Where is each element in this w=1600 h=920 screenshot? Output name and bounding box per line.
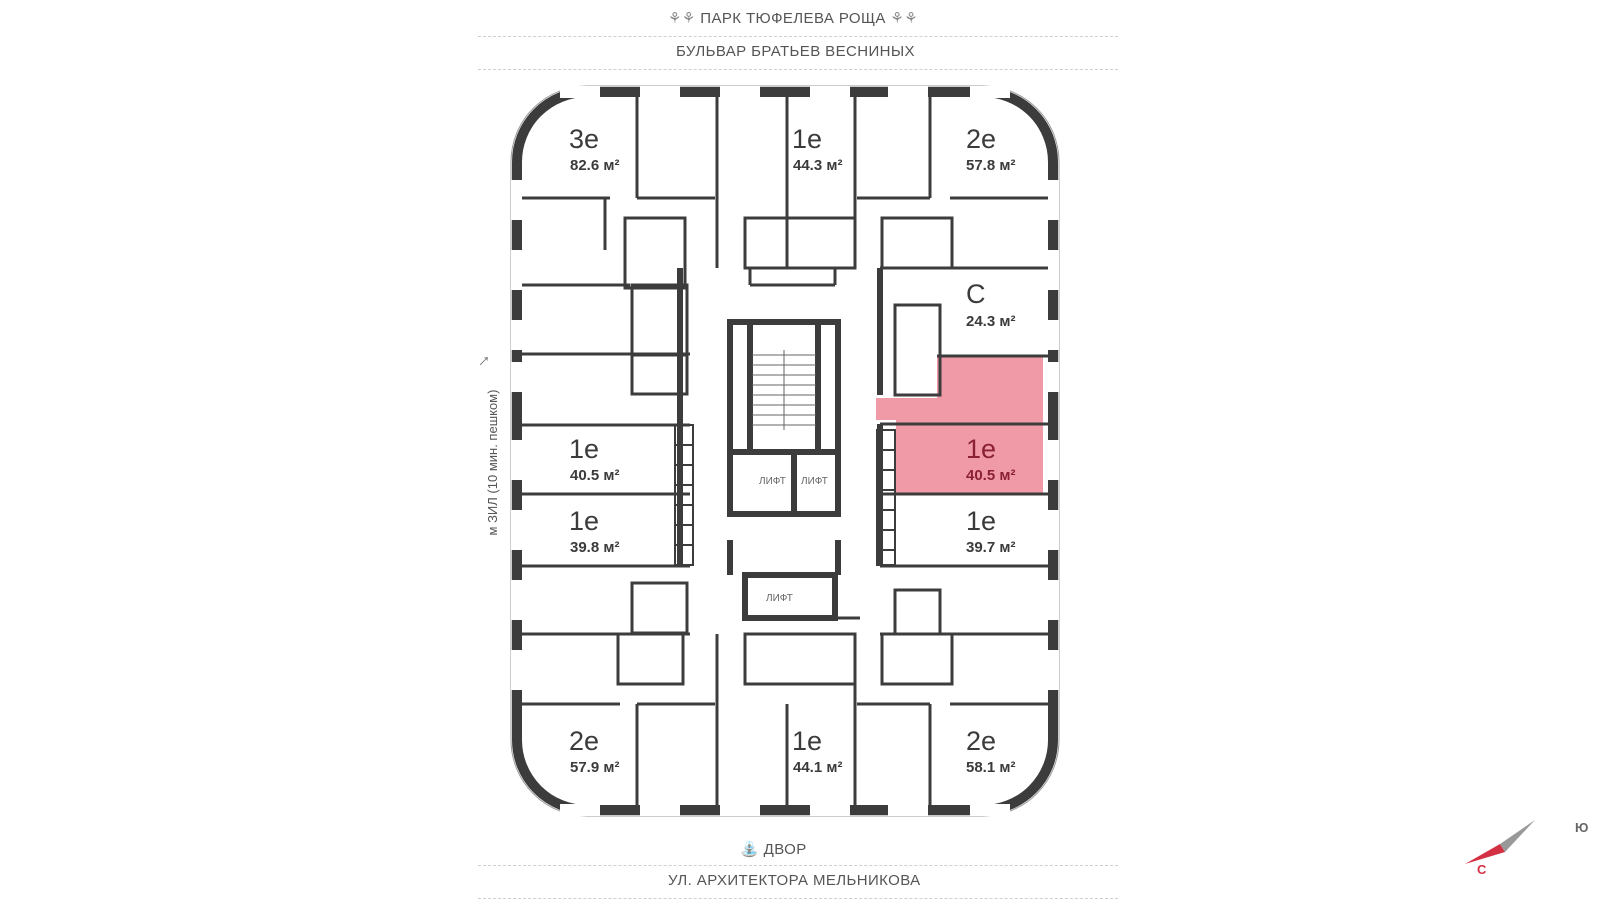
park-label: ⚘⚘ ПАРК ТЮФЕЛЕВА РОЩА ⚘⚘ (668, 10, 919, 27)
yard-label: ⛲ ДВОР (740, 841, 807, 858)
lift-label: ЛИФТ (766, 593, 793, 604)
windows (511, 86, 1059, 816)
apartment-c-24-3[interactable]: С 24.3 м² (966, 279, 1015, 330)
apartment-3e-82-6[interactable]: 3е 82.6 м² (569, 124, 619, 174)
svg-text:1е: 1е (966, 434, 996, 464)
svg-text:82.6 м²: 82.6 м² (570, 157, 619, 174)
apartment-2e-57-9[interactable]: 2е 57.9 м² (569, 726, 619, 776)
svg-text:1е: 1е (569, 434, 599, 464)
svg-text:44.1 м²: 44.1 м² (793, 759, 842, 776)
boulevard-label: БУЛЬВАР БРАТЬЕВ ВЕСНИНЫХ (676, 43, 915, 60)
svg-text:1е: 1е (966, 506, 996, 536)
apartment-1e-40-5-selected[interactable]: 1е 40.5 м² (966, 434, 1015, 484)
svg-text:39.8 м²: 39.8 м² (570, 539, 619, 556)
svg-text:58.1 м²: 58.1 м² (966, 759, 1015, 776)
core-walls (677, 268, 883, 621)
apartment-1e-44-3[interactable]: 1е 44.3 м² (792, 124, 842, 174)
svg-text:57.8 м²: 57.8 м² (966, 157, 1015, 174)
svg-text:40.5 м²: 40.5 м² (570, 467, 619, 484)
apartment-1e-39-7[interactable]: 1е 39.7 м² (966, 506, 1015, 556)
svg-text:С: С (966, 279, 986, 309)
compass-south-label: Ю (1575, 820, 1589, 835)
apartment-1e-39-8[interactable]: 1е 39.8 м² (569, 506, 619, 556)
apartment-1e-44-1[interactable]: 1е 44.1 м² (792, 726, 842, 776)
top-separator-2 (478, 69, 1118, 70)
svg-text:2е: 2е (966, 124, 996, 154)
street-label: УЛ. АРХИТЕКТОРА МЕЛЬНИКОВА (668, 872, 921, 889)
lift-label: ЛИФТ (759, 476, 786, 487)
svg-text:40.5 м²: 40.5 м² (966, 467, 1015, 484)
bottom-separator-1 (478, 865, 1118, 866)
apartment-1e-40-5-left[interactable]: 1е 40.5 м² (569, 434, 619, 484)
lift-labels: ЛИФТ ЛИФТ ЛИФТ (759, 476, 828, 604)
svg-text:44.3 м²: 44.3 м² (793, 157, 842, 174)
svg-text:57.9 м²: 57.9 м² (570, 759, 619, 776)
apartment-2e-58-1[interactable]: 2е 58.1 м² (966, 726, 1015, 776)
svg-text:1е: 1е (792, 124, 822, 154)
apartment-2e-57-8[interactable]: 2е 57.8 м² (966, 124, 1015, 174)
lift-label: ЛИФТ (801, 476, 828, 487)
top-separator-1 (478, 36, 1118, 37)
svg-text:1е: 1е (792, 726, 822, 756)
svg-text:2е: 2е (966, 726, 996, 756)
park-tree-icon: ⚘⚘ (668, 10, 696, 27)
svg-text:2е: 2е (569, 726, 599, 756)
park-tree-icon: ⚘⚘ (890, 10, 919, 27)
compass-icon (1465, 820, 1535, 864)
bottom-separator-2 (478, 898, 1118, 899)
svg-text:39.7 м²: 39.7 м² (966, 539, 1015, 556)
interior-walls (522, 96, 1048, 806)
svg-text:1е: 1е (569, 506, 599, 536)
compass-north-label: С (1477, 862, 1487, 877)
svg-text:24.3 м²: 24.3 м² (966, 313, 1015, 330)
svg-text:3е: 3е (569, 124, 599, 154)
yard-playground-icon: ⛲ (740, 841, 760, 858)
staircase (752, 350, 816, 430)
shafts (674, 424, 896, 566)
